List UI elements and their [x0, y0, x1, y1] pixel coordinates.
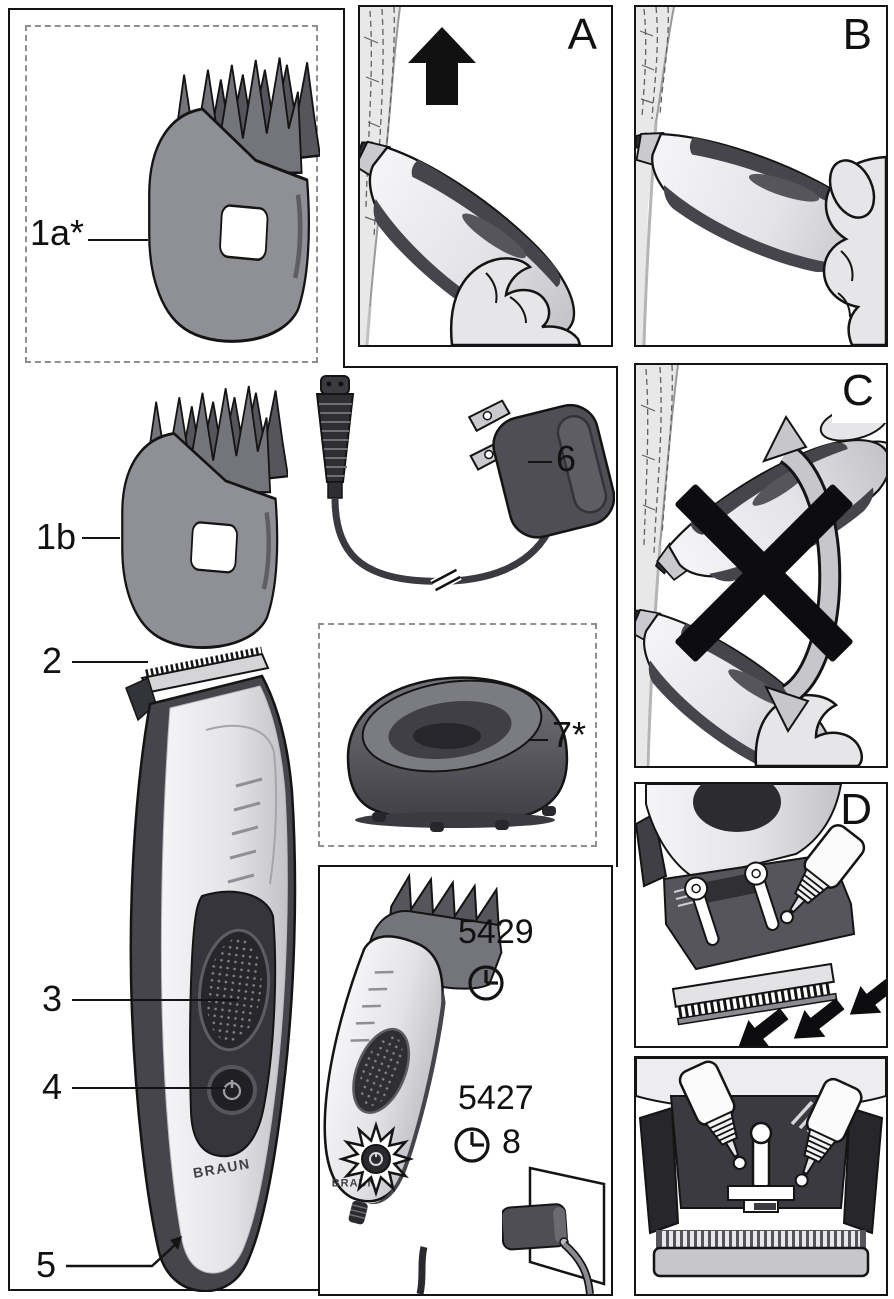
label-comb-1a: 1a*	[30, 212, 85, 253]
label-stand: 7*	[552, 714, 587, 755]
forbidden-cross-icon	[675, 484, 853, 662]
leader-1b	[82, 537, 120, 539]
charge-hours: 8	[502, 1123, 521, 1161]
charging-stand-illustration	[346, 676, 569, 832]
frame-left-edge	[8, 8, 10, 1291]
frame-middle-right	[616, 366, 618, 867]
label-comb-1b: 1b	[36, 516, 77, 557]
optional-stand-box	[318, 623, 597, 847]
frame-left-top	[8, 8, 345, 10]
step-a-illustration	[360, 7, 600, 345]
step-b-illustration	[636, 7, 886, 345]
leader-1a	[88, 239, 148, 241]
direction-arrow-up-icon	[408, 27, 476, 105]
step-panel-c: C	[634, 363, 888, 768]
step-label-a: A	[567, 10, 597, 59]
frame-left-bottom	[8, 1289, 320, 1291]
leader-7	[528, 739, 548, 741]
model-clipper-illustration: BRAUN	[323, 872, 503, 1294]
step-label-b: B	[842, 10, 872, 59]
models-panel: BRAUN 5429 5427 8	[318, 865, 613, 1296]
step-panel-b: B	[634, 5, 888, 347]
clipper-front-illustration: BRAUN	[125, 646, 297, 1292]
comb-attachment-1b-illustration	[92, 368, 288, 650]
leader-6	[528, 461, 552, 463]
step-c-illustration	[636, 365, 886, 766]
wall-plug-illustration	[502, 1166, 606, 1295]
oiling-detail-panel	[634, 1056, 888, 1296]
clock-icon	[454, 1127, 490, 1163]
flashing-power-button-icon	[340, 1123, 412, 1195]
optional-comb-box	[25, 25, 318, 363]
frame-left-right-upper	[343, 8, 345, 368]
step-d-illustration	[636, 784, 886, 1046]
leader-5	[66, 1236, 182, 1268]
blade-illustration	[671, 962, 838, 1026]
cord-illustration	[416, 1246, 428, 1294]
power-cord-illustration	[315, 375, 615, 593]
clock-icon	[468, 965, 504, 1001]
step-label-d: D	[840, 785, 872, 834]
label-bottom: 5	[36, 1244, 57, 1285]
leader-3	[72, 999, 238, 1001]
label-cord: 6	[556, 438, 577, 479]
label-grip: 3	[42, 978, 63, 1019]
label-cutting-head: 2	[42, 640, 63, 681]
step-panel-a: A	[358, 5, 613, 347]
step-panel-d: D	[634, 782, 888, 1048]
step-c-letter-box: C	[832, 365, 886, 423]
leader-4	[72, 1087, 225, 1089]
model-number-2: 5427	[458, 1079, 534, 1117]
plug-adapter	[467, 399, 615, 539]
model-number-1: 5429	[458, 913, 534, 951]
frame-middle-top	[343, 366, 618, 368]
oiling-detail-illustration	[636, 1058, 886, 1278]
step-label-c: C	[842, 366, 874, 415]
comb-attachment-1a-illustration	[118, 38, 320, 344]
label-switch: 4	[42, 1066, 63, 1107]
leader-2	[72, 661, 148, 663]
